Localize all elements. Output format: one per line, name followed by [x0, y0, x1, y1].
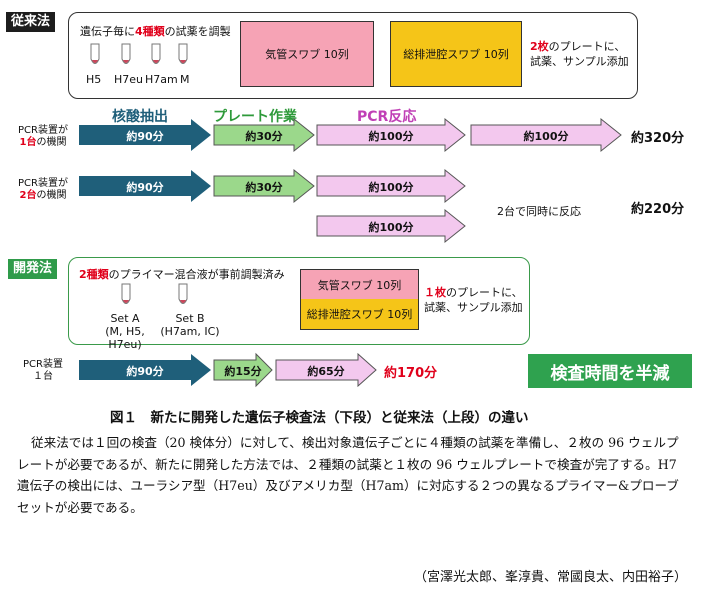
- plate-note-line1: のプレートに、: [548, 40, 626, 53]
- arrow-plate-label: 約30分: [245, 130, 283, 143]
- plate-cloacal: 総排泄腔スワブ 10列: [390, 21, 522, 87]
- plate-note: 2枚のプレートに、 試薬、サンプル添加: [530, 39, 629, 69]
- row2-label-line1: PCR装置が: [18, 178, 68, 189]
- stage-extraction: 核酸抽出: [112, 109, 168, 125]
- primer-count: 2種類: [79, 268, 109, 281]
- tube-icon: [121, 43, 131, 64]
- plate-note-count: 2枚: [530, 40, 549, 53]
- arrow-extraction-label: 約90分: [126, 365, 164, 378]
- stage-plate: プレート作業: [213, 109, 297, 125]
- row2-label-suffix: の機関: [36, 190, 67, 201]
- arrow-extraction-label: 約90分: [126, 181, 164, 194]
- primer-note: 2種類のプライマー混合液が事前調製済み: [79, 266, 285, 282]
- arrow-extraction: 約90分: [79, 119, 211, 151]
- reagent-prefix: 遺伝子毎に: [80, 25, 135, 38]
- row3-label: PCR装置 １台: [8, 359, 78, 383]
- set-b-line2: (H7am, IC): [160, 325, 220, 338]
- set-a-label: Set A (M, H5, H7eu): [90, 312, 160, 351]
- reagent-note: 遺伝子毎に4種類の試薬を調製: [80, 23, 231, 39]
- conventional-tag: 従来法: [6, 12, 56, 32]
- arrow-extraction: 約90分: [79, 354, 211, 386]
- new-method-box: [68, 257, 530, 345]
- set-b-line1: Set B: [175, 312, 205, 325]
- arrow-plate: 約30分: [213, 168, 315, 204]
- row1-label: PCR装置が 1台の機関: [8, 125, 78, 149]
- tube-label: M: [180, 73, 190, 86]
- row2-note: 2台で同時に反応: [497, 205, 581, 218]
- tube-icon: [178, 43, 188, 64]
- reagent-count: 4種類: [135, 25, 165, 38]
- set-a-line2: (M, H5, H7eu): [105, 325, 145, 351]
- tube-icon: [121, 283, 131, 304]
- plate-note-line1: のプレートに、: [446, 286, 523, 299]
- arrow-extraction: 約90分: [79, 170, 211, 202]
- row3-label-line1: PCR装置: [23, 359, 63, 370]
- arrow-pcr-2-label: 約100分: [368, 221, 414, 234]
- arrow-pcr-label: 約100分: [368, 130, 414, 143]
- plate-tracheal: 気管スワブ 10列: [300, 269, 419, 301]
- tube-icon: [151, 43, 161, 64]
- set-a-line1: Set A: [110, 312, 140, 325]
- figure-caption: 図１ 新たに開発した遺伝子検査法（下段）と従来法（上段）の違い: [110, 410, 529, 426]
- authors: （宮澤光太郎、峯淳貴、常國良太、内田裕子）: [413, 570, 687, 585]
- row2-label: PCR装置が 2台の機関: [8, 178, 78, 202]
- arrow-pcr-label: 約65分: [307, 365, 345, 378]
- arrow-pcr-label: 約100分: [368, 181, 414, 194]
- row1-total: 約320分: [631, 131, 685, 146]
- arrow-pcr: 約65分: [275, 352, 377, 388]
- arrow-extraction-label: 約90分: [126, 130, 164, 143]
- tube-label: H5: [86, 73, 102, 86]
- stage-pcr: PCR反応: [357, 109, 417, 125]
- arrow-pcr: 約100分: [316, 168, 466, 204]
- tube-label: H7am: [145, 73, 178, 86]
- plate-note-count: １枚: [424, 286, 446, 299]
- tube-label: H7eu: [114, 73, 144, 86]
- row1-label-line1: PCR装置が: [18, 125, 68, 136]
- row1-label-num: 1台: [19, 137, 37, 148]
- description-text: 従来法では１回の検査（20 検体分）に対して、検出対象遺伝子ごとに４種類の試薬を…: [17, 435, 679, 515]
- arrow-plate-label: 約15分: [224, 365, 262, 378]
- tube-icon: [178, 283, 188, 304]
- plate-tracheal: 気管スワブ 10列: [240, 21, 374, 87]
- arrow-pcr-2: 約100分: [316, 208, 466, 244]
- description-paragraph: 従来法では１回の検査（20 検体分）に対して、検出対象遺伝子ごとに４種類の試薬を…: [17, 432, 689, 518]
- arrow-pcr-2-label: 約100分: [523, 130, 569, 143]
- row2-label-num: 2台: [19, 190, 37, 201]
- plate-note: １枚のプレートに、 試薬、サンプル添加: [424, 285, 523, 315]
- primer-suffix: のプライマー混合液が事前調製済み: [108, 268, 285, 281]
- arrow-pcr: 約100分: [316, 117, 466, 153]
- arrow-pcr-2: 約100分: [470, 117, 622, 153]
- arrow-plate: 約30分: [213, 117, 315, 153]
- row3-label-line2: １台: [33, 371, 53, 382]
- set-b-label: Set B (H7am, IC): [158, 312, 222, 338]
- row2-total: 約220分: [631, 202, 685, 217]
- reagent-suffix: の試薬を調製: [164, 25, 231, 38]
- row3-total: 約170分: [384, 366, 438, 381]
- plate-note-line2: 試薬、サンプル添加: [424, 301, 523, 314]
- tube-icon: [90, 43, 100, 64]
- halved-time-badge: 検査時間を半減: [528, 354, 692, 388]
- plate-cloacal: 総排泄腔スワブ 10列: [300, 299, 419, 330]
- new-method-tag: 開発法: [8, 259, 58, 279]
- row1-label-suffix: の機関: [36, 137, 67, 148]
- plate-note-line2: 試薬、サンプル添加: [530, 55, 629, 68]
- arrow-plate-label: 約30分: [245, 181, 283, 194]
- arrow-plate: 約15分: [213, 352, 273, 388]
